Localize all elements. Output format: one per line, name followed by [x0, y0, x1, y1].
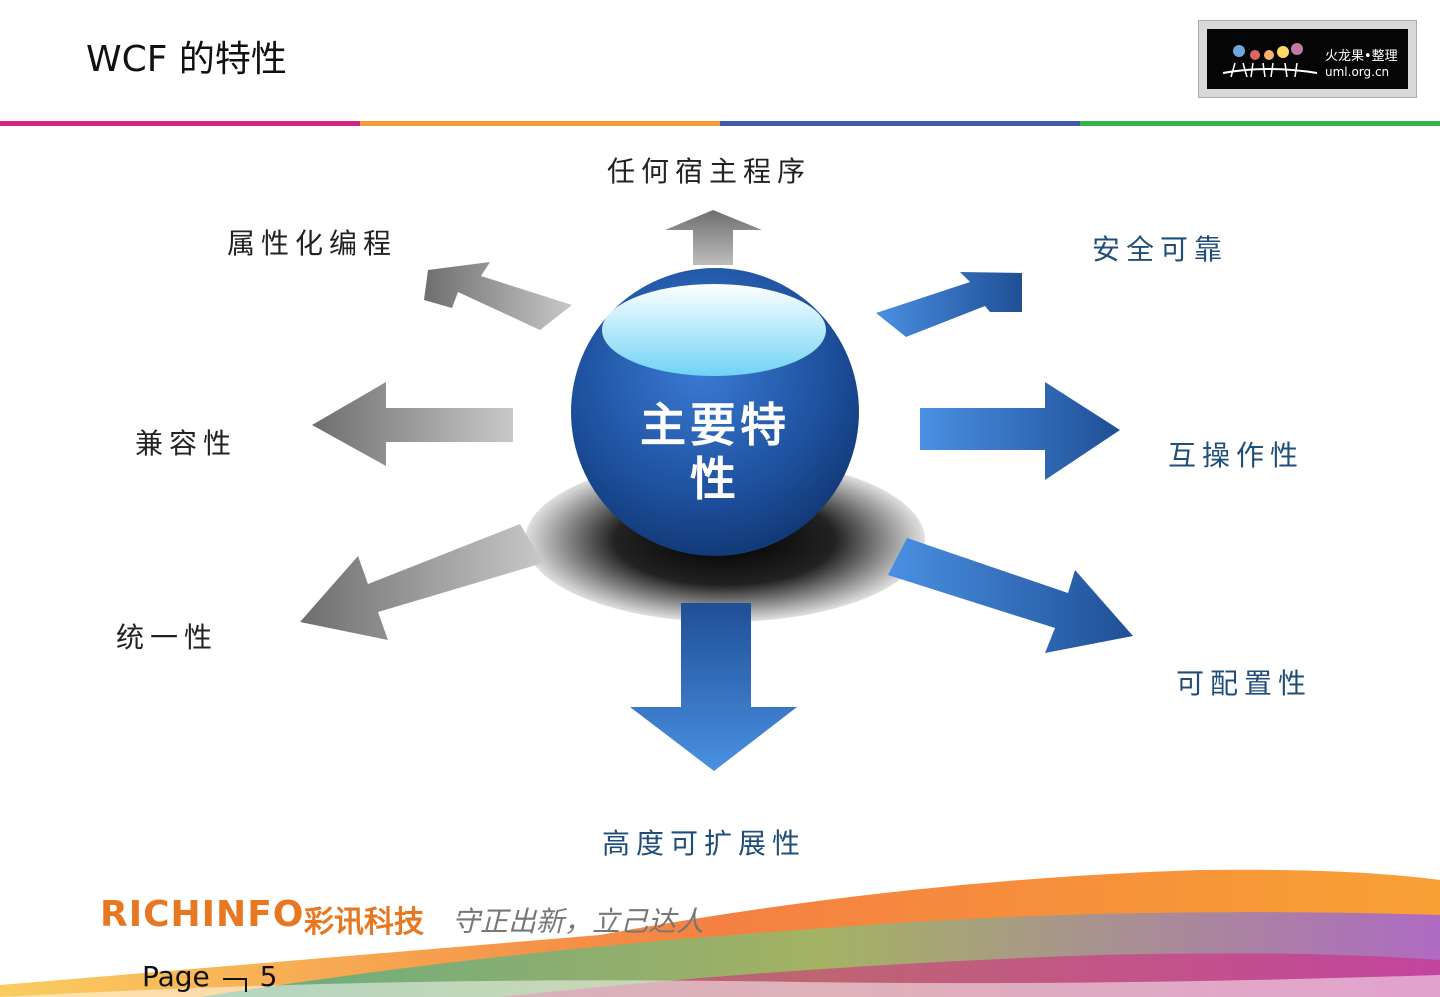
feature-attribute-programming: 属性化编程	[227, 227, 398, 260]
header-divider	[0, 121, 1440, 126]
arrow-top-right	[876, 272, 1022, 337]
feature-configurability: 可配置性	[1176, 667, 1313, 700]
logo-text: 火龙果•整理	[1325, 49, 1398, 64]
arrow-bottom-right	[888, 538, 1133, 653]
feature-unification: 统一性	[116, 621, 219, 654]
page-separator	[222, 978, 247, 992]
arrow-top-left	[424, 262, 572, 330]
brand-chinese-name: 彩讯科技	[304, 905, 424, 940]
arrow-right	[920, 382, 1120, 480]
arrow-top	[665, 210, 762, 265]
arrow-bottom	[630, 603, 797, 771]
logo-figures-icon	[1222, 43, 1318, 78]
logo-url: uml.org.cn	[1325, 65, 1390, 79]
page-indicator: Page 5	[142, 960, 277, 993]
page-label: Page	[142, 960, 210, 993]
arrow-left	[312, 382, 513, 466]
brand-slogan: 守正出新，立己达人	[452, 905, 705, 938]
page-number: 5	[259, 960, 278, 993]
logo: 火龙果•整理 uml.org.cn	[1198, 20, 1417, 98]
arrow-bottom-left	[300, 524, 543, 640]
footer-wave-white	[0, 975, 1440, 997]
sphere-gloss	[602, 284, 826, 376]
brand-logo: RICHINFO	[100, 894, 305, 935]
slide-title: WCF 的特性	[86, 39, 287, 80]
center-label: 主要特性	[640, 398, 790, 506]
feature-compatibility: 兼容性	[135, 427, 238, 460]
feature-extensibility: 高度可扩展性	[602, 827, 807, 860]
feature-security: 安全可靠	[1092, 233, 1229, 266]
feature-any-host: 任何宿主程序	[607, 155, 812, 188]
logo-panel: 火龙果•整理 uml.org.cn	[1207, 29, 1408, 89]
feature-interoperability: 互操作性	[1168, 439, 1305, 472]
